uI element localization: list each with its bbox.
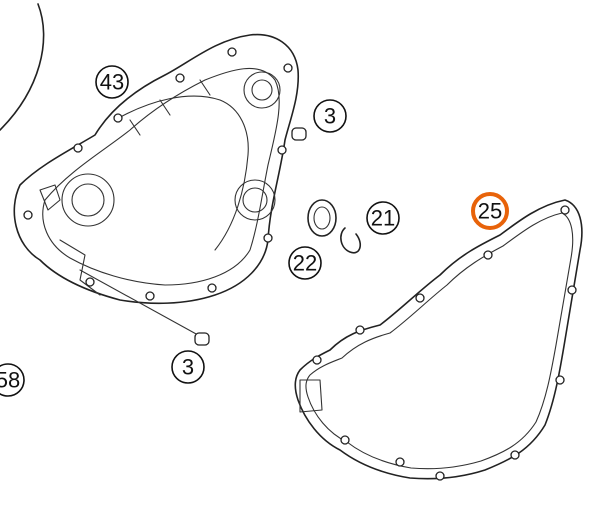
gasket — [294, 199, 583, 481]
callout-3-upper-label: 3 — [324, 104, 336, 129]
callout-21-label: 21 — [371, 206, 395, 231]
callout-25-label: 25 — [478, 199, 502, 224]
sleeve-part-lower — [194, 332, 210, 346]
adjacent-part-edge — [0, 3, 45, 131]
callout-3-upper[interactable]: 3 — [313, 99, 347, 133]
leader-line — [79, 269, 199, 336]
callout-3-lower-label: 3 — [182, 355, 194, 380]
callout-3-lower[interactable]: 3 — [171, 350, 205, 384]
callout-25[interactable]: 25 — [471, 192, 509, 230]
callout-22-label: 22 — [293, 251, 317, 276]
shaft-seal — [307, 199, 337, 237]
callout-58-label: 58 — [0, 368, 20, 393]
callout-43-label: 43 — [100, 70, 124, 95]
callout-22[interactable]: 22 — [288, 246, 322, 280]
callout-43[interactable]: 43 — [95, 65, 129, 99]
clutch-cover — [13, 33, 300, 305]
callout-58[interactable]: 58 — [0, 363, 25, 397]
circlip — [340, 227, 362, 254]
sleeve-part-upper — [291, 127, 307, 141]
callout-21[interactable]: 21 — [366, 201, 400, 235]
